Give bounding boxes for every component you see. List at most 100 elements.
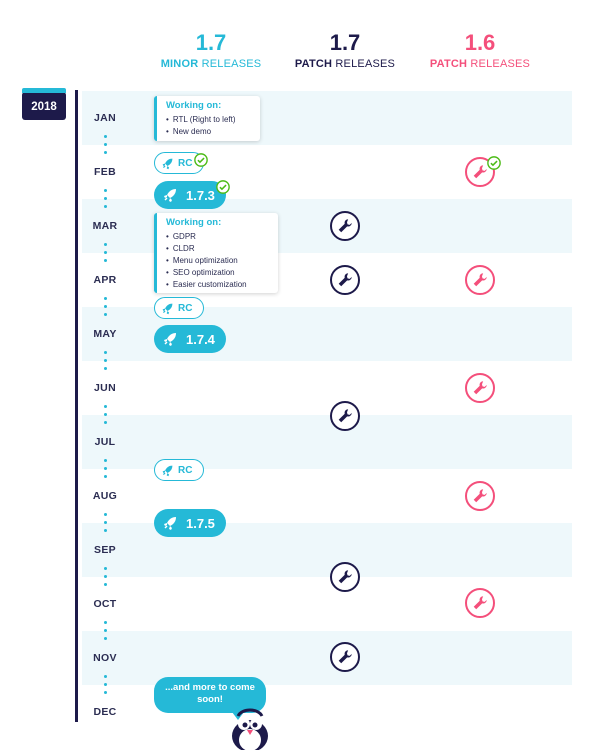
header-patch16-bold: PATCH <box>429 58 468 70</box>
timeline-line <box>75 90 78 722</box>
patch-16-oct <box>465 588 495 618</box>
month-mar: MAR <box>92 220 118 232</box>
timeline-dot <box>104 567 107 570</box>
rocket-icon <box>164 517 176 530</box>
timeline-dot <box>104 305 107 308</box>
month-may: MAY <box>93 328 117 340</box>
card-item: CLDR <box>166 243 270 255</box>
month-jun: JUN <box>94 382 116 394</box>
header-minor-rest: RELEASES <box>198 58 262 70</box>
wrench-icon <box>473 273 487 287</box>
timeline-dot <box>104 143 107 146</box>
card-title: Working on: <box>166 217 222 228</box>
header-patch16-rest: RELEASES <box>467 58 531 70</box>
header-patch16-version: 1.6 <box>464 30 496 55</box>
header-patch16-label: PATCH RELEASES <box>410 58 550 70</box>
rocket-icon <box>164 189 176 202</box>
row-stripe-jul <box>82 415 572 469</box>
wrench-icon <box>473 381 487 395</box>
card-item: New demo <box>166 126 252 138</box>
row-stripe-sep <box>82 523 572 577</box>
wrench-icon <box>338 219 352 233</box>
timeline-dot <box>104 405 107 408</box>
header-minor-label: MINOR RELEASES <box>141 58 281 70</box>
timeline-dot <box>104 259 107 262</box>
patch-16-jun <box>465 373 495 403</box>
timeline-dot <box>104 583 107 586</box>
header-patch17-label: PATCH RELEASES <box>275 58 415 70</box>
timeline-dot <box>104 475 107 478</box>
patch-17-apr <box>330 265 360 295</box>
timeline-dot <box>104 205 107 208</box>
rc-label: RC <box>178 157 193 169</box>
timeline-dot <box>104 151 107 154</box>
card-item: Menu optimization <box>166 255 270 267</box>
patch-17-jun <box>330 401 360 431</box>
wrench-icon <box>338 650 352 664</box>
timeline-dot <box>104 691 107 694</box>
penguin-mascot <box>232 708 268 750</box>
card-item: RTL (Right to left) <box>166 114 252 126</box>
release-1-7-5: 1.7.5 <box>154 509 226 537</box>
wrench-icon <box>473 596 487 610</box>
wrench-icon <box>473 489 487 503</box>
timeline-dot <box>104 413 107 416</box>
timeline-dot <box>104 513 107 516</box>
timeline-dot <box>104 135 107 138</box>
rocket-icon <box>162 158 173 169</box>
release-label: 1.7.5 <box>186 515 215 531</box>
timeline-dot <box>104 189 107 192</box>
year-label: 2018 <box>31 101 57 113</box>
header-patch17-bold: PATCH <box>294 58 333 70</box>
timeline-dot <box>104 421 107 424</box>
month-jul: JUL <box>94 436 116 448</box>
timeline-dot <box>104 529 107 532</box>
timeline-dot <box>104 367 107 370</box>
patch-17-sep <box>330 562 360 592</box>
timeline-dot <box>104 683 107 686</box>
patch-17-mar <box>330 211 360 241</box>
month-apr: APR <box>93 274 117 286</box>
month-aug: AUG <box>92 490 118 502</box>
working-on-card-mar: Working on: GDPR CLDR Menu optimization … <box>154 213 278 293</box>
timeline-dot <box>104 251 107 254</box>
timeline-dot <box>104 467 107 470</box>
card-item: Easier customization <box>166 279 270 291</box>
patch-16-aug <box>465 481 495 511</box>
month-sep: SEP <box>94 544 116 556</box>
wrench-icon <box>338 273 352 287</box>
check-icon <box>487 156 501 170</box>
month-oct: OCT <box>93 598 117 610</box>
patch-17-nov <box>330 642 360 672</box>
release-label: 1.7.4 <box>186 331 215 347</box>
rocket-icon <box>162 303 173 314</box>
rc-badge-apr: RC <box>154 297 204 319</box>
timeline-dot <box>104 359 107 362</box>
month-feb: FEB <box>94 166 116 178</box>
month-dec: DEC <box>93 706 117 718</box>
timeline-dot <box>104 297 107 300</box>
timeline-dot <box>104 313 107 316</box>
rc-label: RC <box>178 464 193 476</box>
release-1-7-4: 1.7.4 <box>154 325 226 353</box>
timeline-dot <box>104 521 107 524</box>
check-icon <box>216 180 230 194</box>
wrench-icon <box>338 570 352 584</box>
timeline-dot <box>104 675 107 678</box>
header-minor-bold: MINOR <box>160 58 199 70</box>
row-stripe-nov <box>82 631 572 685</box>
month-jan: JAN <box>94 112 116 124</box>
wrench-icon <box>338 409 352 423</box>
timeline-dot <box>104 637 107 640</box>
check-icon <box>194 153 208 167</box>
rocket-icon <box>162 465 173 476</box>
card-title: Working on: <box>166 100 222 111</box>
timeline-dot <box>104 243 107 246</box>
rc-badge-jul: RC <box>154 459 204 481</box>
card-item: GDPR <box>166 231 270 243</box>
timeline-dot <box>104 575 107 578</box>
header-patch17-rest: RELEASES <box>332 58 396 70</box>
card-item: SEO optimization <box>166 267 270 279</box>
timeline-dot <box>104 459 107 462</box>
working-on-card-jan: Working on: RTL (Right to left) New demo <box>154 96 260 141</box>
